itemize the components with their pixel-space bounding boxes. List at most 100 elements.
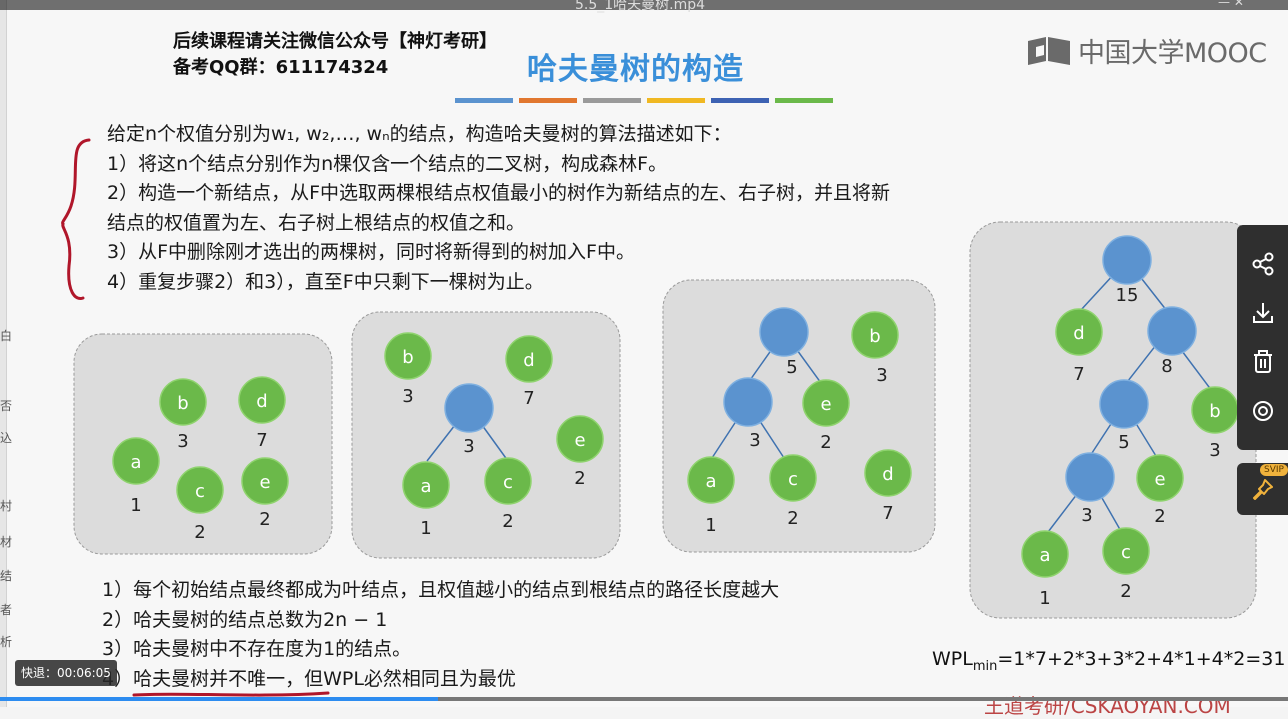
svg-text:c: c — [788, 469, 798, 490]
svg-text:c: c — [503, 472, 513, 493]
node-weight: 3 — [1081, 505, 1092, 526]
red-underline-annotation — [132, 691, 330, 697]
svg-text:a: a — [705, 471, 716, 492]
view-icon[interactable] — [1250, 398, 1276, 424]
tree-node-c: c2 — [484, 457, 532, 532]
tree-node-internal: 3 — [723, 377, 773, 451]
node-weight: 5 — [786, 357, 797, 378]
svg-text:b: b — [402, 347, 413, 368]
tree-node-e: e2 — [241, 457, 289, 530]
tree-node-internal: 3 — [444, 383, 494, 457]
tree-node-d: d7 — [864, 449, 912, 524]
mooc-logo-text: 中国大学MOOC — [1078, 37, 1267, 69]
tree-node-b: b3 — [159, 378, 207, 452]
svg-text:c: c — [1121, 542, 1131, 563]
share-icon[interactable] — [1250, 251, 1276, 277]
description-line: 3）从F中删除刚才选出的两棵树，同时将新得到的树加入F中。 — [107, 241, 635, 263]
tree-node-d: d7 — [1055, 308, 1103, 385]
slide: 后续课程请关注微信公众号【神灯考研】 备考QQ群：611174324 中国大学M… — [6, 0, 1288, 718]
node-weight: 2 — [574, 468, 585, 489]
huffman-properties: 1）每个初始结点最终都成为叶结点，且权值越小的结点到根结点的路径长度越大 2）哈… — [102, 576, 780, 697]
color-bars — [455, 98, 833, 103]
node-weight: 2 — [259, 509, 270, 530]
node-weight: 2 — [1154, 506, 1165, 527]
node-weight: 7 — [1073, 364, 1084, 385]
tree-node-internal: 3 — [1065, 452, 1115, 526]
seek-time-badge: 快退：00:06:05 — [15, 660, 117, 686]
tree-node-e: e2 — [802, 379, 850, 453]
svg-text:d: d — [882, 464, 893, 485]
download-icon[interactable] — [1250, 300, 1276, 326]
property-line: 3）哈夫曼树中不存在度为1的结点。 — [102, 638, 412, 660]
node-weight: 5 — [1118, 432, 1129, 453]
wpl-formula: WPLmin=1*7+2*3+3*2+4*1+4*2=31 — [932, 648, 1286, 674]
svg-text:b: b — [869, 326, 880, 347]
tree-node-internal: 8 — [1147, 306, 1197, 377]
watermark: 王道考研/CSKAOYAN.COM — [984, 694, 1231, 718]
side-toolbar — [1237, 225, 1288, 450]
svg-text:e: e — [820, 394, 831, 415]
node-weight: 1 — [130, 495, 141, 516]
description-line: 4）重复步骤2）和3），直至F中只剩下一棵树为止。 — [107, 270, 544, 293]
node-weight: 1 — [1039, 588, 1050, 609]
property-line: 1）每个初始结点最终都成为叶结点，且权值越小的结点到根结点的路径长度越大 — [102, 579, 780, 601]
mooc-book-icon — [1028, 37, 1070, 65]
tree-node-b: b3 — [384, 332, 432, 407]
svg-text:d: d — [256, 391, 267, 412]
node-weight: 7 — [523, 388, 534, 409]
node-weight: 3 — [749, 430, 760, 451]
slide-title: 哈夫曼树的构造 — [527, 52, 744, 87]
description-line: 1）将这n个结点分别作为n棵仅含一个结点的二叉树，构成森林F。 — [107, 152, 668, 175]
svg-text:d: d — [523, 350, 534, 371]
tree-node-e: e2 — [556, 415, 604, 489]
progress-fill — [0, 697, 438, 701]
left-edge-strip: 白否込村材结者析 — [0, 0, 12, 707]
node-weight: 2 — [194, 522, 205, 543]
node-weight: 2 — [1120, 581, 1131, 602]
description-line: 2）构造一个新结点，从F中选取两棵根结点权值最小的树作为新结点的左、右子树，并且… — [107, 182, 891, 204]
tree-node-c: c2 — [1102, 527, 1150, 602]
video-title: 5.5_1哈夫曼树.mp4 — [575, 0, 706, 13]
notice-line-1: 后续课程请关注微信公众号【神灯考研】 — [173, 31, 497, 52]
description-line: 结点的权值置为左、右子树上根结点的权值之和。 — [107, 211, 526, 234]
delete-icon[interactable] — [1250, 349, 1276, 375]
property-line: 2）哈夫曼树的结点总数为2n − 1 — [102, 608, 388, 631]
node-weight: 7 — [256, 430, 267, 451]
color-bar — [711, 98, 769, 103]
algorithm-description: 给定n个权值分别为w₁, w₂,…, wₙ的结点，构造哈夫曼树的算法描述如下： … — [107, 120, 890, 297]
svg-text:b: b — [177, 393, 188, 414]
svg-text:c: c — [195, 481, 205, 502]
svg-text:a: a — [130, 452, 141, 473]
huffman-tree-panel: 15 d7 8 5 b3 3 e2 a1 c2 — [969, 221, 1257, 619]
video-progress-bar[interactable] — [0, 697, 1288, 701]
video-title-bar: 5.5_1哈夫曼树.mp4 — ✕ — [0, 0, 1288, 13]
description-line: 给定n个权值分别为w₁, w₂,…, wₙ的结点，构造哈夫曼树的算法描述如下： — [107, 123, 732, 145]
pin-icon — [1253, 479, 1273, 500]
tree-node-d: d7 — [238, 376, 286, 451]
notice-line-2: 备考QQ群：611174324 — [173, 57, 389, 78]
node-weight: 15 — [1116, 285, 1139, 306]
svg-text:e: e — [574, 430, 585, 451]
tree-node-b: b3 — [851, 311, 899, 386]
svg-text:b: b — [1209, 401, 1220, 422]
svip-badge: SVIP — [1260, 464, 1288, 476]
tree-node-internal: 5 — [759, 307, 809, 378]
tree-node-c: c2 — [769, 454, 817, 529]
forest-panel-2: b3 d7 3 e2 a1 c2 — [351, 311, 621, 559]
color-bar — [455, 98, 513, 103]
tree-node-c: c2 — [176, 466, 224, 543]
tree-node-a: a1 — [1021, 530, 1069, 609]
window-controls[interactable]: — ✕ — [1218, 0, 1244, 9]
property-line: 4）哈夫曼树并不唯一，但WPL必然相同且为最优 — [102, 665, 779, 697]
svg-text:a: a — [1039, 545, 1050, 566]
node-weight: 3 — [876, 365, 887, 386]
publicity-notice: 后续课程请关注微信公众号【神灯考研】 备考QQ群：611174324 — [173, 29, 497, 81]
node-weight: 3 — [463, 436, 474, 457]
color-bar — [583, 98, 641, 103]
node-weight: 3 — [1209, 440, 1220, 461]
color-bar — [647, 98, 705, 103]
svg-text:d: d — [1073, 323, 1084, 344]
node-weight: 2 — [787, 508, 798, 529]
tree-node-a: a1 — [687, 456, 735, 536]
node-weight: 2 — [820, 432, 831, 453]
